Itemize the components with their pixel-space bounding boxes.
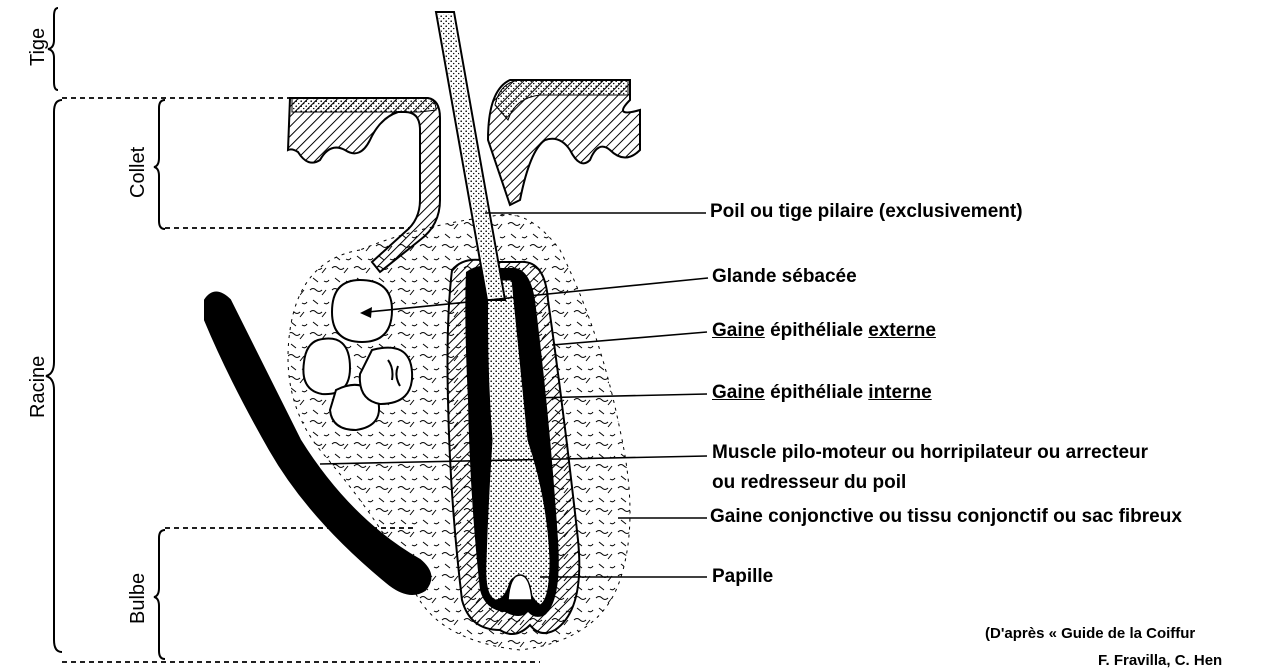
label-racine: Racine	[27, 356, 50, 418]
label-muscle-line1: Muscle pilo-moteur ou horripilateur ou a…	[712, 442, 1148, 464]
label-gaine-interne-a: Gaine	[712, 382, 765, 403]
bulbe-brace	[154, 530, 165, 659]
label-gaine-interne-b: épithéliale	[765, 382, 868, 403]
label-gaine-externe-c: externe	[868, 320, 936, 341]
credit-line2: F. Fravilla, C. Hen	[1098, 652, 1222, 669]
label-poil: Poil ou tige pilaire (exclusivement)	[710, 201, 1023, 223]
credit-line1: (D'après « Guide de la Coiffur	[985, 625, 1195, 642]
label-bulbe: Bulbe	[127, 573, 150, 624]
collet-brace	[154, 100, 165, 229]
label-gaine-externe-b: épithéliale	[765, 320, 868, 341]
label-muscle-line2: ou redresseur du poil	[712, 472, 906, 494]
epidermis-left-dots	[292, 98, 436, 112]
label-gaine-externe: Gaine épithéliale externe	[712, 320, 936, 342]
label-gaine-externe-a: Gaine	[712, 320, 765, 341]
label-papille: Papille	[712, 566, 773, 588]
label-gaine-conjonctive: Gaine conjonctive ou tissu conjonctif ou…	[710, 506, 1182, 528]
label-tige: Tige	[27, 28, 50, 66]
label-collet: Collet	[127, 147, 150, 198]
label-glande: Glande sébacée	[712, 266, 857, 288]
label-gaine-interne: Gaine épithéliale interne	[712, 382, 932, 404]
label-gaine-interne-c: interne	[868, 382, 931, 403]
